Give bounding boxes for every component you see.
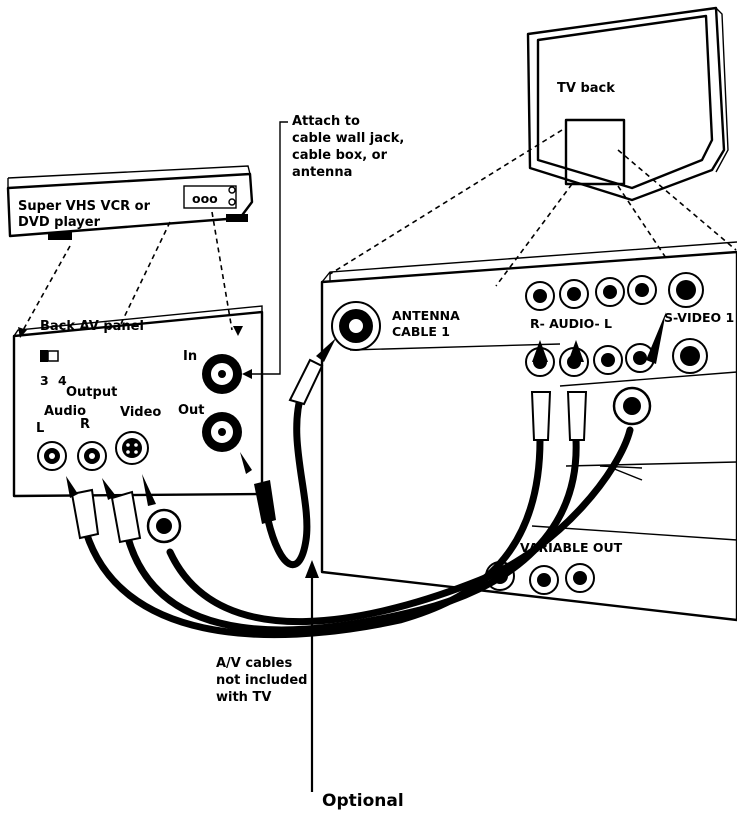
tv-set: TV back [526,6,729,202]
tv-audio-plug-l [530,340,552,441]
video-label: Video [120,405,161,420]
audio-out-right-jack [77,441,107,471]
vcr-foot [226,214,248,222]
cables-note-line3: with TV [216,690,271,705]
attach-line1: Attach to [292,114,360,129]
vcr-foot [48,232,72,240]
tv-antenna-jack [331,301,381,351]
tv-svideo-jack-2 [672,338,708,374]
antenna-label-line2: CABLE 1 [392,324,450,339]
vcr-back-av-panel: Back AV panel 3 4 Output Audio L R Video… [12,305,264,498]
vcr-display [183,185,237,209]
rf-out-jack [202,412,242,452]
svideo-out-jack [115,431,149,465]
antenna-label-line1: ANTENNA [392,308,460,323]
vcr-knob [228,186,236,194]
channel-3-label: 3 [40,373,49,388]
attach-line4: antenna [292,165,352,180]
rf-in-jack [202,354,242,394]
audio-plug-right [102,478,142,544]
tv-back-label: TV back [557,81,615,96]
attach-callout: Attach to cable wall jack, cable box, or… [242,114,404,379]
audio-right-label: R [80,417,90,432]
audio-label: Audio [44,404,86,419]
tv-audio-jack-row-1 [525,275,657,311]
attach-line2: cable wall jack, [292,131,404,146]
tv-back-panel: ANTENNA CABLE 1 R- AUDIO- L S-VIDEO 1 VA… [320,241,737,622]
in-label: In [183,349,197,364]
audio-out-left-jack [37,441,67,471]
optional-label: Optional [322,791,404,811]
vcr-display-text: ooo [192,191,218,206]
optional-callout: Optional [305,560,404,811]
attach-line3: cable box, or [292,148,388,163]
channel-switch [40,350,48,362]
vcr-knob [228,198,236,206]
audio-left-label: L [36,421,44,436]
channel-4-label: 4 [58,373,67,388]
cables-note: A/V cables not included with TV [216,656,307,705]
tv-svideo-jack-1 [668,272,704,308]
tv-audio-label: R- AUDIO- L [530,316,612,331]
tv-back-jack-area [564,118,626,186]
cables-note-line1: A/V cables [216,656,292,671]
projection-lines [18,129,737,338]
tv-svideo-plug [612,312,666,426]
audio-plug-left [66,476,100,540]
tv-svideo-label: S-VIDEO 1 [664,310,734,325]
vcr-label-line1: Super VHS VCR or [18,199,151,214]
rf-plug-vcr [240,452,276,524]
tv-audio-plug-r [566,340,588,441]
out-label: Out [178,403,205,418]
rf-plug-tv [288,338,336,406]
vcr-label-line2: DVD player [18,215,101,230]
output-label: Output [66,385,117,400]
back-av-panel-title: Back AV panel [40,319,144,334]
svideo-plug-vcr [142,474,182,544]
cables-note-line2: not included [216,673,307,688]
vcr-unit: ooo Super VHS VCR or DVD player [6,165,254,240]
cables [66,312,666,639]
